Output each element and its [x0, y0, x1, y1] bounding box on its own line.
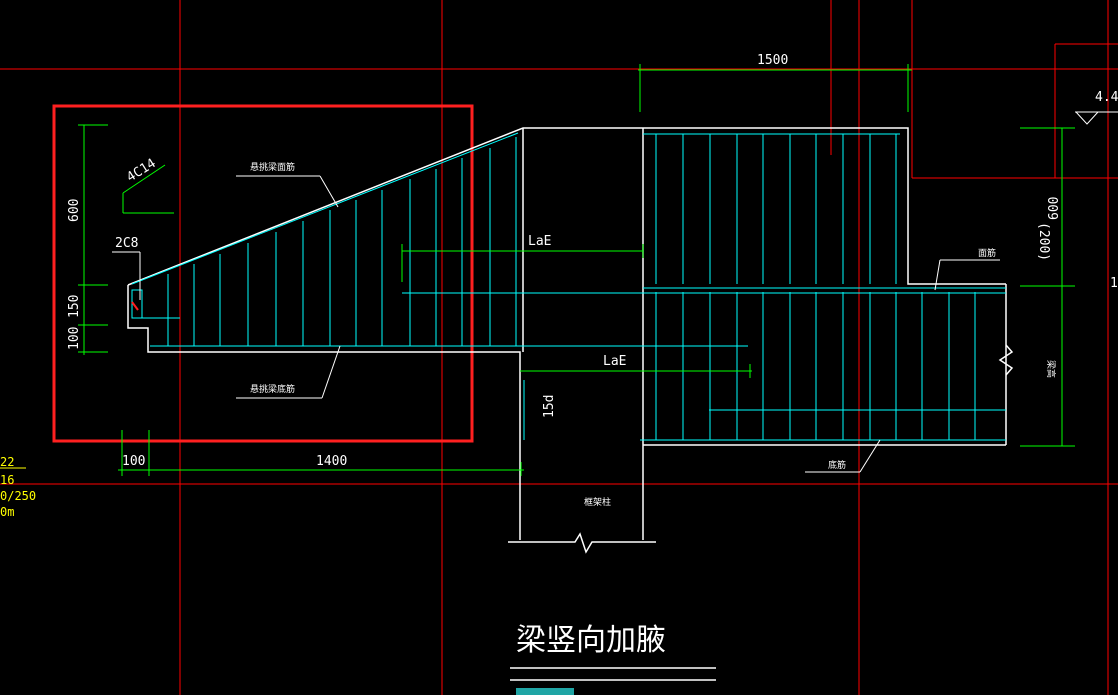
leader-lines: [112, 111, 1118, 473]
drawing-title: 梁竖向加腋: [516, 623, 666, 658]
dim-bottom-100: 100: [122, 454, 145, 469]
concrete-outline: [127, 127, 1014, 681]
title-underline-bar: [516, 688, 574, 695]
note-side-label: 梁高: [1045, 360, 1057, 378]
stirrup-hook-mark: [131, 301, 139, 311]
note-cantilever-bottom-bar: 悬挑梁底筋: [250, 383, 295, 395]
left-annotation-2: 16: [0, 473, 14, 487]
dim-top-1500: 1500: [757, 53, 788, 68]
rebar-label-2c8: 2C8: [115, 236, 138, 251]
dim-left-600: 600: [67, 199, 82, 222]
left-annotation-1: 22: [0, 455, 14, 469]
highlight-box: [52, 104, 474, 443]
dim-right-1: 1: [1110, 276, 1118, 291]
anchor-15d-label: 15d: [542, 395, 557, 418]
lae-lower-label: LaE: [603, 354, 626, 369]
dim-bottom-1400: 1400: [316, 454, 347, 469]
note-bottom-bar: 底筋: [828, 459, 846, 471]
left-annotation-4: 0m: [0, 505, 14, 519]
note-face-bar: 面筋: [978, 247, 996, 259]
rebars: [131, 132, 1006, 441]
dim-right-600: 600: [1047, 197, 1062, 220]
dim-left-150: 150: [67, 295, 82, 318]
lae-upper-label: LaE: [528, 234, 551, 249]
left-annotation-3: 0/250: [0, 489, 36, 503]
note-frame-column: 框架柱: [584, 496, 611, 508]
dim-left-100: 100: [67, 327, 82, 350]
dim-right-200: (200): [1036, 222, 1051, 261]
note-cantilever-top-bar: 悬挑梁面筋: [250, 161, 295, 173]
dim-right-4-4: 4.4: [1095, 90, 1118, 105]
dimension-lines: [78, 64, 1075, 476]
